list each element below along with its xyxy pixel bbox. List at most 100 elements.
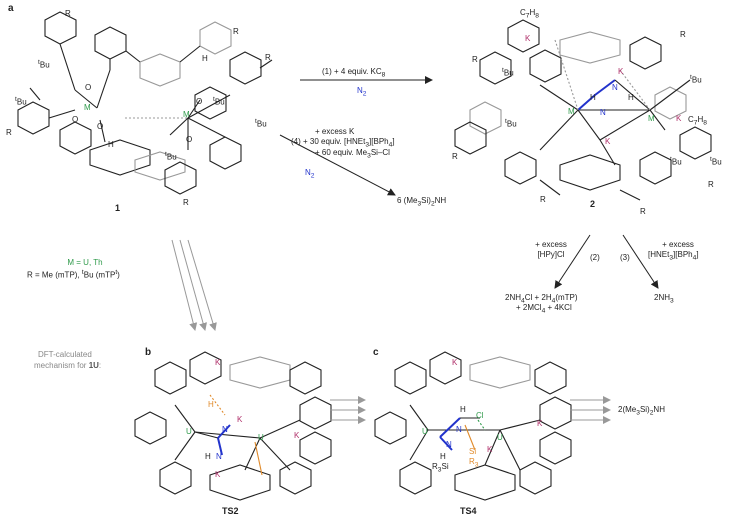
step2-line2: [HPy]Cl [537, 250, 565, 259]
ts2-u-right: U [258, 433, 264, 442]
atom-m2-right: M [648, 114, 655, 123]
atom-k2-1: K [525, 34, 531, 43]
atom-k2-3: K [676, 114, 682, 123]
compound-label-2: 2 [590, 199, 596, 209]
ts4-n-2: N [446, 440, 452, 449]
ts4-r3si: R3Si [432, 462, 449, 474]
step2-line1: + excess [535, 240, 567, 249]
step2-product-line2: + 2MCl4 + 4KCl [516, 303, 572, 315]
ts4-r3: R3 [469, 457, 479, 469]
atom-r-3: R [265, 53, 271, 62]
arrows-ts4-to-product [570, 396, 611, 424]
label-ts2: TS2 [222, 506, 239, 516]
ts2-n-1: N [222, 425, 228, 434]
atom-n2-2: N [612, 83, 618, 92]
step4-line1: + excess K [315, 127, 355, 136]
ts4-u-left: U [422, 427, 428, 436]
ts4-h-1: H [460, 405, 466, 414]
arrows-ts2-to-ts4 [330, 396, 366, 424]
atom-h2-2: H [628, 93, 634, 102]
atom-r2-3: R [452, 152, 458, 161]
tbu-4: tBu [15, 96, 27, 107]
tbu2-3: tBu [505, 118, 517, 129]
ts2-h-2: H [205, 452, 211, 461]
atom-k2-4: K [605, 137, 611, 146]
atom-m-left: M [84, 103, 91, 112]
atom-r2-2: R [680, 30, 686, 39]
step4-line3: + 60 equiv. Me3Si–Cl [315, 148, 390, 160]
atom-r2-5: R [640, 207, 646, 216]
legend-r: R = Me (mTP), tBu (mTPt) [27, 269, 120, 280]
step4-product: 6 (Me3Si)2NH [397, 196, 447, 208]
atom-h-2: H [108, 140, 114, 149]
atom-h2-1: H [590, 93, 596, 102]
step3-product: 2NH3 [654, 293, 674, 305]
ts4-k-2: K [537, 419, 543, 428]
ts2-k-4: K [215, 470, 221, 479]
step1-atmosphere: N2 [357, 86, 367, 98]
atom-m-right: M [183, 110, 190, 119]
ts4-u-right: U [497, 433, 503, 442]
ts2-structure [134, 351, 332, 501]
tbu-1: tBu [38, 59, 50, 70]
ts2-h-1: H [208, 400, 214, 409]
atom-o-5: O [186, 135, 193, 144]
c7h8-2: C7H8 [688, 115, 707, 127]
step3-number: (3) [620, 253, 630, 262]
tbu-3: tBu [213, 96, 225, 107]
legend-metal: M = U, Th [67, 258, 103, 267]
ts2-k-3: K [294, 431, 300, 440]
atom-h-1: H [202, 54, 208, 63]
arrows-to-mechanism [171, 239, 217, 331]
ts4-h-2: H [440, 452, 446, 461]
ts4-si: Si [469, 447, 477, 456]
ts4-k-3: K [487, 445, 493, 454]
panel-label-c: c [373, 347, 379, 358]
step4-atmosphere: N2 [305, 168, 315, 180]
step3-line2: [HNEt3][BPh4] [648, 250, 699, 262]
c7h8-1: C7H8 [520, 8, 539, 20]
atom-m2-left: M [568, 107, 575, 116]
atom-o-4: O [196, 97, 203, 106]
label-ts4: TS4 [460, 506, 477, 516]
atom-r2-1: R [472, 55, 478, 64]
tbu-5: tBu [165, 151, 177, 162]
atom-o-1: O [85, 83, 92, 92]
final-product: 2(Me3Si)2NH [618, 405, 665, 417]
arrow-step-3 [622, 234, 659, 289]
panel-label-a: a [8, 3, 14, 14]
ts2-k-2: K [237, 415, 243, 424]
ts2-n-2: N [216, 452, 222, 461]
step2-number: (2) [590, 253, 600, 262]
dft-label-line1: DFT-calculated [38, 350, 92, 359]
step1-reagent: (1) + 4 equiv. KC8 [322, 67, 386, 79]
arrow-step-2 [554, 234, 591, 289]
atom-r-4: R [6, 128, 12, 137]
step3-line1: + excess [662, 240, 694, 249]
panel-label-b: b [145, 347, 152, 358]
dft-label-line2: mechanism for 1U: [34, 361, 102, 370]
atom-r-1: R [65, 9, 71, 18]
step2-product-line1: 2NH4Cl + 2H4(mTP) [505, 293, 578, 305]
ts4-structure [374, 351, 572, 501]
atom-r2-6: R [708, 180, 714, 189]
ts4-n-1: N [456, 425, 462, 434]
step4-line2: (4) + 30 equiv. [HNEt3][BPh4] [291, 137, 395, 149]
compound-2-structure [454, 19, 712, 201]
arrow-step-4 [279, 134, 396, 196]
atom-r-2: R [233, 27, 239, 36]
tbu2-2: tBu [690, 74, 702, 85]
atom-r-5: R [183, 198, 189, 207]
tbu2-4: tBu [670, 156, 682, 167]
ts2-k-1: K [215, 358, 221, 367]
atom-k2-2: K [618, 67, 624, 76]
compound-label-1: 1 [115, 203, 121, 213]
tbu2-1: tBu [502, 67, 514, 78]
tbu2-5: tBu [710, 156, 722, 167]
ts4-k-1: K [452, 358, 458, 367]
tbu-2: tBu [255, 118, 267, 129]
ts4-cl: Cl [476, 411, 484, 420]
ts2-u-left: U [186, 427, 192, 436]
atom-r2-4: R [540, 195, 546, 204]
